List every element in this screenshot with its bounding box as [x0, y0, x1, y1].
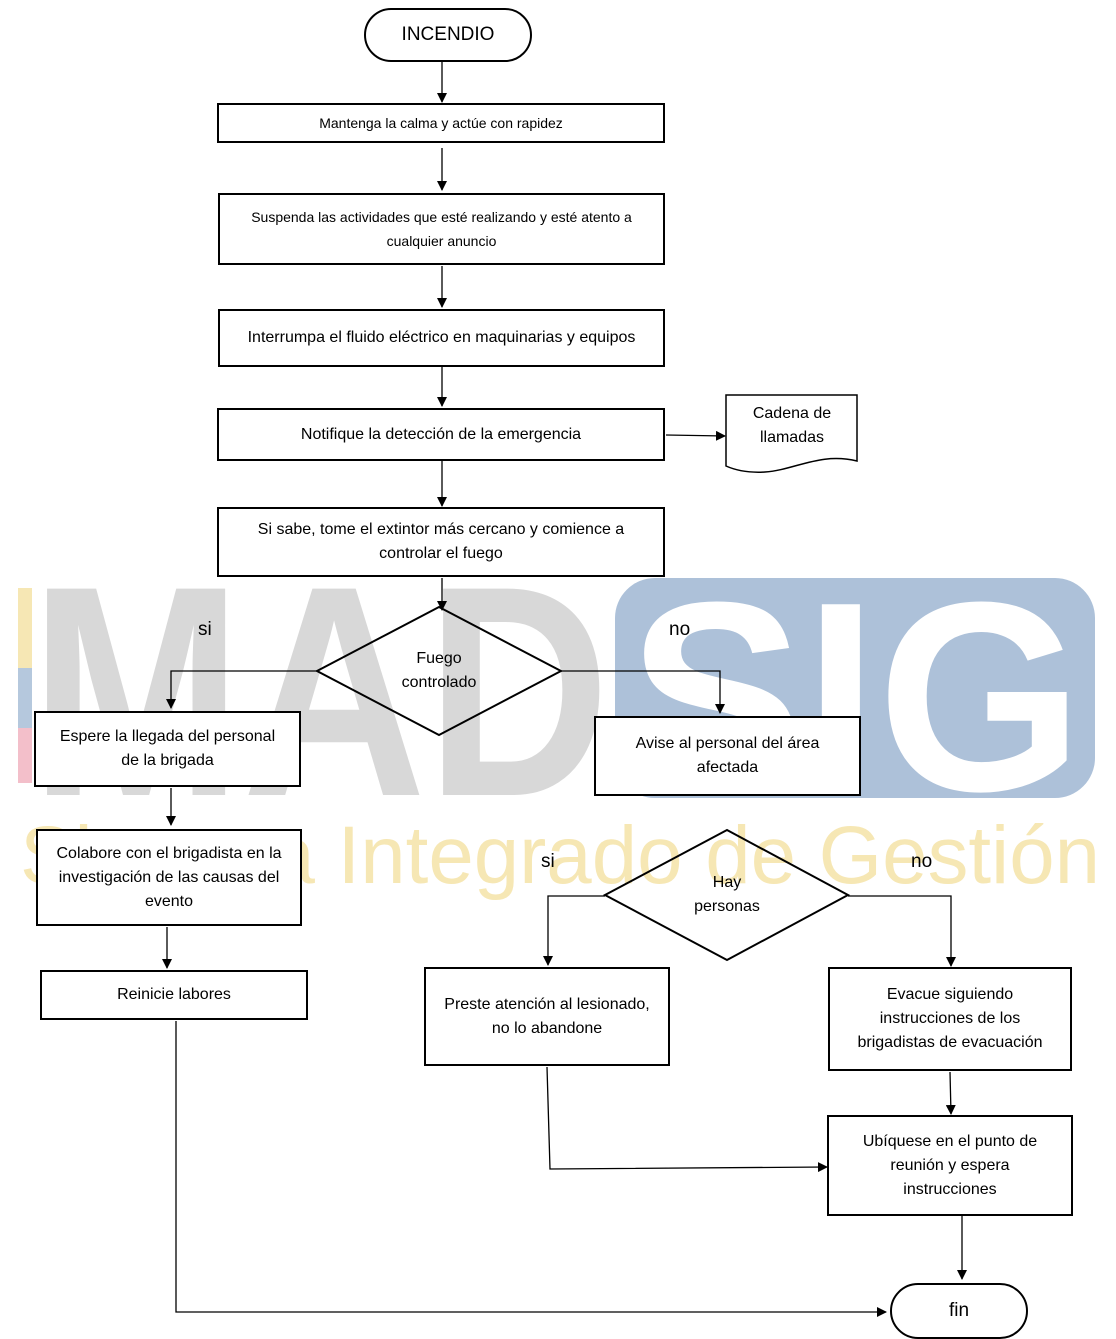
step-calm: Mantenga la calma y actúe con rapidez: [217, 103, 665, 143]
step-wait-brigade-label: Espere la llegada del personal de la bri…: [59, 728, 276, 769]
end-terminal: fin: [890, 1283, 1028, 1339]
step-power-label: Interrumpa el fluido eléctrico en maquin…: [247, 329, 636, 346]
step-extinguish-label: Si sabe, tome el extintor más cercano y …: [257, 521, 625, 562]
decision-fire-controlled-label: Fuego controlado: [401, 650, 477, 691]
decision-fire-controlled: Fuego controlado: [379, 643, 499, 699]
step-restart-label: Reinicie labores: [117, 986, 231, 1003]
watermark-stripe-blue: [18, 668, 32, 728]
step-evacuate: Evacue siguiendo instrucciones de los br…: [828, 967, 1072, 1071]
decision-people: Hay personas: [667, 867, 787, 923]
step-restart: Reinicie labores: [40, 970, 308, 1020]
step-notify: Notifique la detección de la emergencia: [217, 408, 665, 461]
watermark-logo-right: SIG: [628, 547, 1083, 848]
document-chain-shape: [725, 394, 858, 473]
people-yes-label: si: [541, 851, 555, 872]
end-label: fin: [948, 1300, 970, 1321]
watermark-logo-left: MAD: [30, 523, 610, 859]
step-wait-brigade: Espere la llegada del personal de la bri…: [34, 711, 301, 787]
step-notify-label: Notifique la detección de la emergencia: [300, 425, 582, 443]
step-attend-label: Preste atención al lesionado, no lo aban…: [444, 995, 650, 1037]
step-attend: Preste atención al lesionado, no lo aban…: [424, 967, 670, 1066]
step-meeting-label: Ubíquese en el punto de reunión y espera…: [862, 1132, 1038, 1198]
step-collaborate: Colabore con el brigadista en la investi…: [36, 829, 302, 926]
people-no-label: no: [911, 851, 933, 872]
step-meeting: Ubíquese en el punto de reunión y espera…: [827, 1115, 1073, 1216]
fire-no-label: no: [669, 619, 691, 640]
step-extinguish: Si sabe, tome el extintor más cercano y …: [217, 507, 665, 577]
step-evacuate-label: Evacue siguiendo instrucciones de los br…: [857, 986, 1043, 1051]
document-chain: Cadena de llamadas: [727, 396, 857, 456]
watermark-stripe-pink: [18, 728, 32, 783]
step-suspend: Suspenda las actividades que esté realiz…: [218, 193, 665, 265]
step-warn-area: Avise al personal del área afectada: [594, 716, 861, 796]
start-terminal: INCENDIO: [364, 8, 532, 62]
decision-fire-controlled-shape: [314, 605, 564, 737]
step-power: Interrumpa el fluido eléctrico en maquin…: [218, 309, 665, 367]
connectors: [162, 62, 967, 1317]
step-suspend-label: Suspenda las actividades que esté realiz…: [251, 209, 632, 249]
fire-yes-label: si: [198, 619, 212, 640]
step-calm-label: Mantenga la calma y actúe con rapidez: [319, 115, 563, 131]
start-label: INCENDIO: [401, 24, 495, 45]
step-warn-area-label: Avise al personal del área afectada: [635, 735, 820, 776]
step-collaborate-label: Colabore con el brigadista en la investi…: [56, 844, 282, 910]
decision-people-label: Hay personas: [694, 874, 760, 915]
watermark-stripe-yellow: [18, 588, 32, 668]
decision-people-shape: [602, 828, 851, 962]
document-chain-label: Cadena de llamadas: [752, 405, 832, 446]
